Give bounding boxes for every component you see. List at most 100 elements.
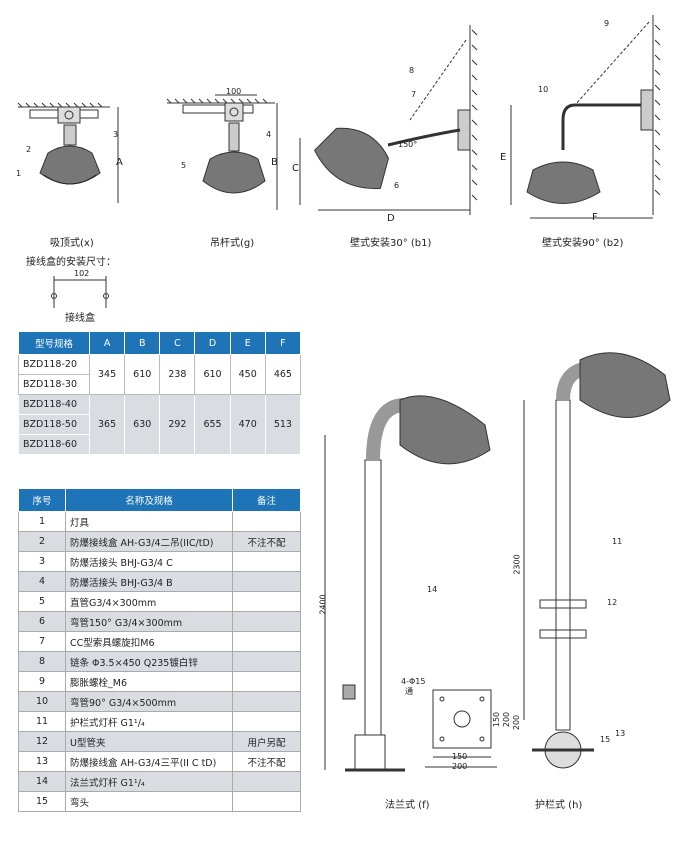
spec-header: C [159,331,196,355]
part-name-cell: U型管夹 [65,731,233,752]
part-no-cell: 12 [18,731,66,752]
junction-box-drawing [51,276,109,308]
part-no-cell: 9 [18,671,66,692]
flange-holes: 4-Φ15 [401,677,426,686]
part-name-cell: 灯具 [65,511,233,532]
value-cell: 450 [229,354,266,395]
part-name-cell: 弯管90° G3/4×500mm [65,691,233,712]
callout-5: 5 [181,161,187,170]
part-remark-cell [232,551,301,572]
part-remark-cell: 不注不配 [232,751,301,772]
callout-15: 15 [600,735,611,744]
model-cell: BZD118-30 [18,374,90,395]
caption-ceiling: 吸顶式(x) [50,238,94,249]
wall30-mount-drawing [299,25,478,215]
part-remark-cell [232,791,301,812]
part-remark-cell [232,511,301,532]
part-remark-cell: 用户另配 [232,731,301,752]
part-name-cell: CC型索具螺旋扣M6 [65,631,233,652]
part-no-cell: 4 [18,571,66,592]
part-no-cell: 10 [18,691,66,712]
part-name-cell: 弯头 [65,791,233,812]
value-cell: 513 [264,394,302,455]
value-cell: 630 [124,394,161,455]
dim-E: E [500,152,507,163]
table-row: BZD118-60 [18,434,301,455]
model-cell: BZD118-20 [18,354,90,375]
junction-title: 接线盒的安装尺寸： [26,257,116,268]
part-no-cell: 15 [18,791,66,812]
callout-1: 1 [16,169,22,178]
guardrail-mount-drawing [523,352,671,769]
part-no-cell: 14 [18,771,66,792]
pendant-mount-drawing [166,94,278,210]
caption-wall30: 壁式安装30° (b1) [350,238,432,249]
callout-10: 10 [538,85,549,94]
table-row: BZD118-40 365 630 292 655 470 513 [18,394,302,455]
spec-header: A [88,331,126,355]
table-row: BZD118-50 [18,414,301,435]
junction-dim-102: 102 [74,269,90,278]
spec-table: 型号规格 A B C D E F BZD118-20 345 610 238 6… [18,331,302,455]
callout-13: 13 [615,729,626,738]
part-no-cell: 6 [18,611,66,632]
dim-B: B [271,157,278,168]
part-remark-cell [232,631,301,652]
spec-header: B [124,331,161,355]
table-row: BZD118-20 345 610 238 610 450 465 [18,354,302,395]
part-no-cell: 11 [18,711,66,732]
part-remark-cell [232,651,301,672]
part-no-cell: 3 [18,551,66,572]
callout-9: 9 [604,19,610,28]
part-no-cell: 5 [18,591,66,612]
part-name-cell: 护栏式灯杆 G1¹/₄ [65,711,233,732]
callout-12: 12 [607,598,618,607]
part-remark-cell [232,711,301,732]
spec-header: 型号规格 [18,331,90,355]
table-row: BZD118-30 [18,374,301,395]
callout-3: 3 [113,130,119,139]
callout-8: 8 [409,66,415,75]
part-no-cell: 1 [18,511,66,532]
ceiling-mount-drawing [17,102,119,203]
part-remark-cell [232,771,301,792]
wall90-mount-drawing [510,15,661,219]
callout-7: 7 [411,90,417,99]
caption-wall90: 壁式安装90° (b2) [542,238,624,249]
callout-6: 6 [394,181,400,190]
dim-F: F [592,212,598,223]
dim-pendant-100: 100 [226,87,242,96]
part-no-cell: 8 [18,651,66,672]
part-name-cell: 防爆活接头 BHJ-G3/4 B [65,571,233,592]
part-remark-cell [232,571,301,592]
flange-dim-200a: 200 [452,762,468,771]
value-cell: 345 [88,354,126,395]
spec-header-row: 型号规格 A B C D E F [18,331,302,355]
flange-dim-200b: 200 [502,711,512,728]
spec-header: E [229,331,266,355]
caption-flange: 法兰式 (f) [385,800,430,811]
flange-mount-drawing [324,395,497,772]
parts-header: 序号 [18,488,66,512]
flange-dim-150a: 150 [452,752,468,761]
part-no-cell: 7 [18,631,66,652]
part-name-cell: 直管G3/4×300mm [65,591,233,612]
callout-4: 4 [266,130,272,139]
dim-D: D [387,213,395,224]
junction-label: 接线盒 [65,313,95,324]
part-name-cell: 法兰式灯杆 G1¹/₄ [65,771,233,792]
value-cell: 238 [159,354,196,395]
part-remark-cell [232,591,301,612]
part-name-cell: 弯管150° G3/4×300mm [65,611,233,632]
caption-pendant: 吊杆式(g) [210,238,255,249]
part-remark-cell [232,691,301,712]
